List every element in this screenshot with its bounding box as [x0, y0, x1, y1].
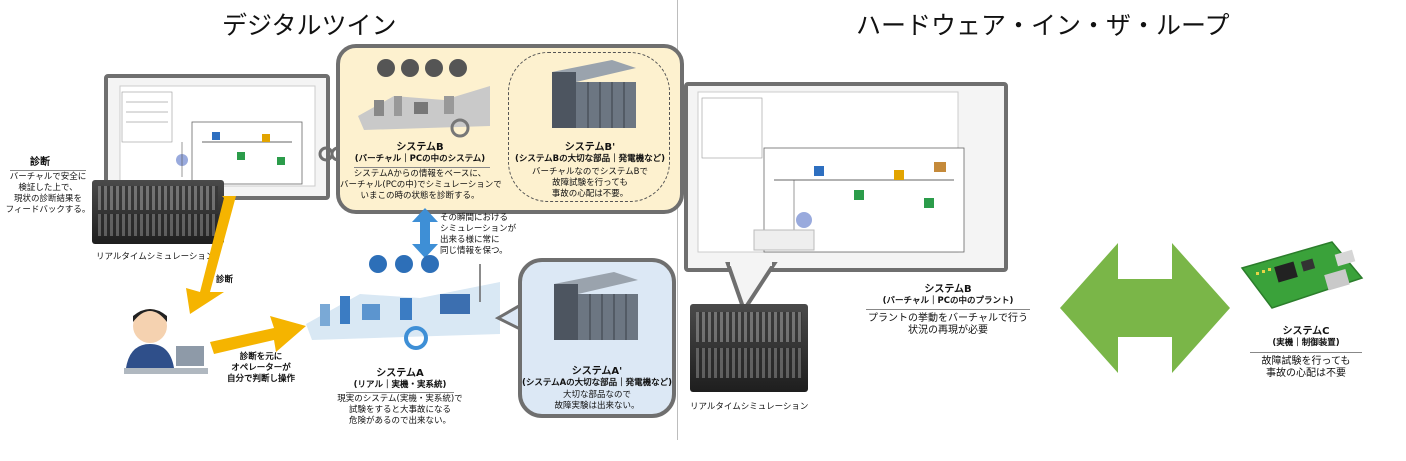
control-board-image [1240, 241, 1364, 309]
simulation-schematic-image [119, 85, 316, 187]
system-a-prime-subtitle: (システムAの大切な部品｜発電機など) [521, 378, 673, 388]
system-b-prime-name: システムB' [564, 142, 616, 153]
hil-system-b-name: システムB [924, 284, 972, 295]
diagnosis-text: バーチャルで安全に 検証した上で、 現状の診断結果を フィードバックする。 [5, 172, 91, 215]
virtual-city-illustration [358, 59, 490, 138]
system-c-name: システムC [1282, 326, 1330, 337]
sync-arrow-vertical [412, 208, 438, 258]
system-b-name: システムB [396, 142, 444, 153]
hil-system-b-subtitle: (バーチャル｜PCの中のプラント) [882, 296, 1014, 306]
system-b-desc: システムAからの情報をベースに、 バーチャル(PCの中)でシミュレーションで い… [340, 169, 502, 201]
realtime-simulator-left [92, 180, 224, 244]
hil-system-b-desc: プラントの挙動をバーチャルで行う 状況の再現が必要 [868, 313, 1028, 336]
diagnosis-heading: 診断 [30, 157, 50, 168]
server-rack-a-prime [554, 272, 638, 340]
sync-label: その瞬間における シミュレーションが 出来る様に常に 同じ情報を保つ。 [440, 213, 517, 256]
system-c-desc: 故障試験を行っても 事故の心配は不要 [1261, 356, 1351, 379]
rts-label-right: リアルタイムシミュレーション [690, 402, 809, 412]
system-b-subtitle: (バーチャル｜PCの中のシステム) [354, 154, 486, 164]
hil-bubble-tail [725, 260, 778, 315]
system-b-prime-desc: バーチャルなのでシステムBで 故障試験を行っても 事故の心配は不要。 [532, 167, 648, 199]
system-a-name: システムA [376, 368, 424, 379]
title-hil: ハードウェア・イン・ザ・ループ [856, 11, 1230, 40]
system-b-prime-dashed-bubble [508, 52, 670, 202]
system-b-prime-subtitle: (システムBの大切な部品｜発電機など) [515, 154, 665, 164]
diagnosis-separator [10, 170, 86, 171]
system-a-prime-desc: 大切な部品なので 故障実験は出来ない。 [554, 390, 640, 411]
real-city-illustration [306, 255, 500, 350]
hil-screen-bubble [684, 82, 1008, 272]
realtime-simulator-right [690, 304, 808, 392]
system-b-panel: システムB (バーチャル｜PCの中のシステム) システムAからの情報をベースに、… [336, 44, 684, 214]
system-a-desc: 現実のシステム(実機・実系統)で 試験をすると大事故になる 危険があるので出来な… [337, 394, 463, 426]
hil-bidirectional-arrow [1060, 243, 1230, 373]
diagnosis-arrow-down [186, 196, 236, 314]
system-a-prime-panel: システムA' (システムAの大切な部品｜発電機など) 大切な部品なので 故障実験… [518, 258, 676, 418]
operation-arrow-right [210, 316, 306, 354]
system-b-separator [354, 167, 490, 168]
arrow-label-diagnosis: 診断 [216, 275, 234, 285]
rts-label-left: リアルタイムシミュレーション [96, 252, 215, 262]
operator-label: 診断を元に オペレーターが 自分で判断し操作 [226, 352, 295, 384]
server-rack-b-prime [552, 60, 636, 128]
system-c-subtitle: (実機｜制御装置) [1272, 338, 1340, 348]
operator-person-icon [124, 309, 208, 374]
simulation-screen-bubble [104, 74, 330, 200]
hil-schematic-image [697, 91, 965, 253]
system-c-separator [1250, 352, 1362, 353]
title-digital-twin: デジタルツイン [222, 11, 397, 40]
system-a-separator [346, 392, 454, 393]
system-a-subtitle: (リアル｜実機・実系統) [353, 380, 447, 390]
system-a-prime-name: システムA' [571, 366, 623, 377]
hil-system-b-separator [866, 309, 1030, 310]
section-divider [677, 0, 678, 440]
